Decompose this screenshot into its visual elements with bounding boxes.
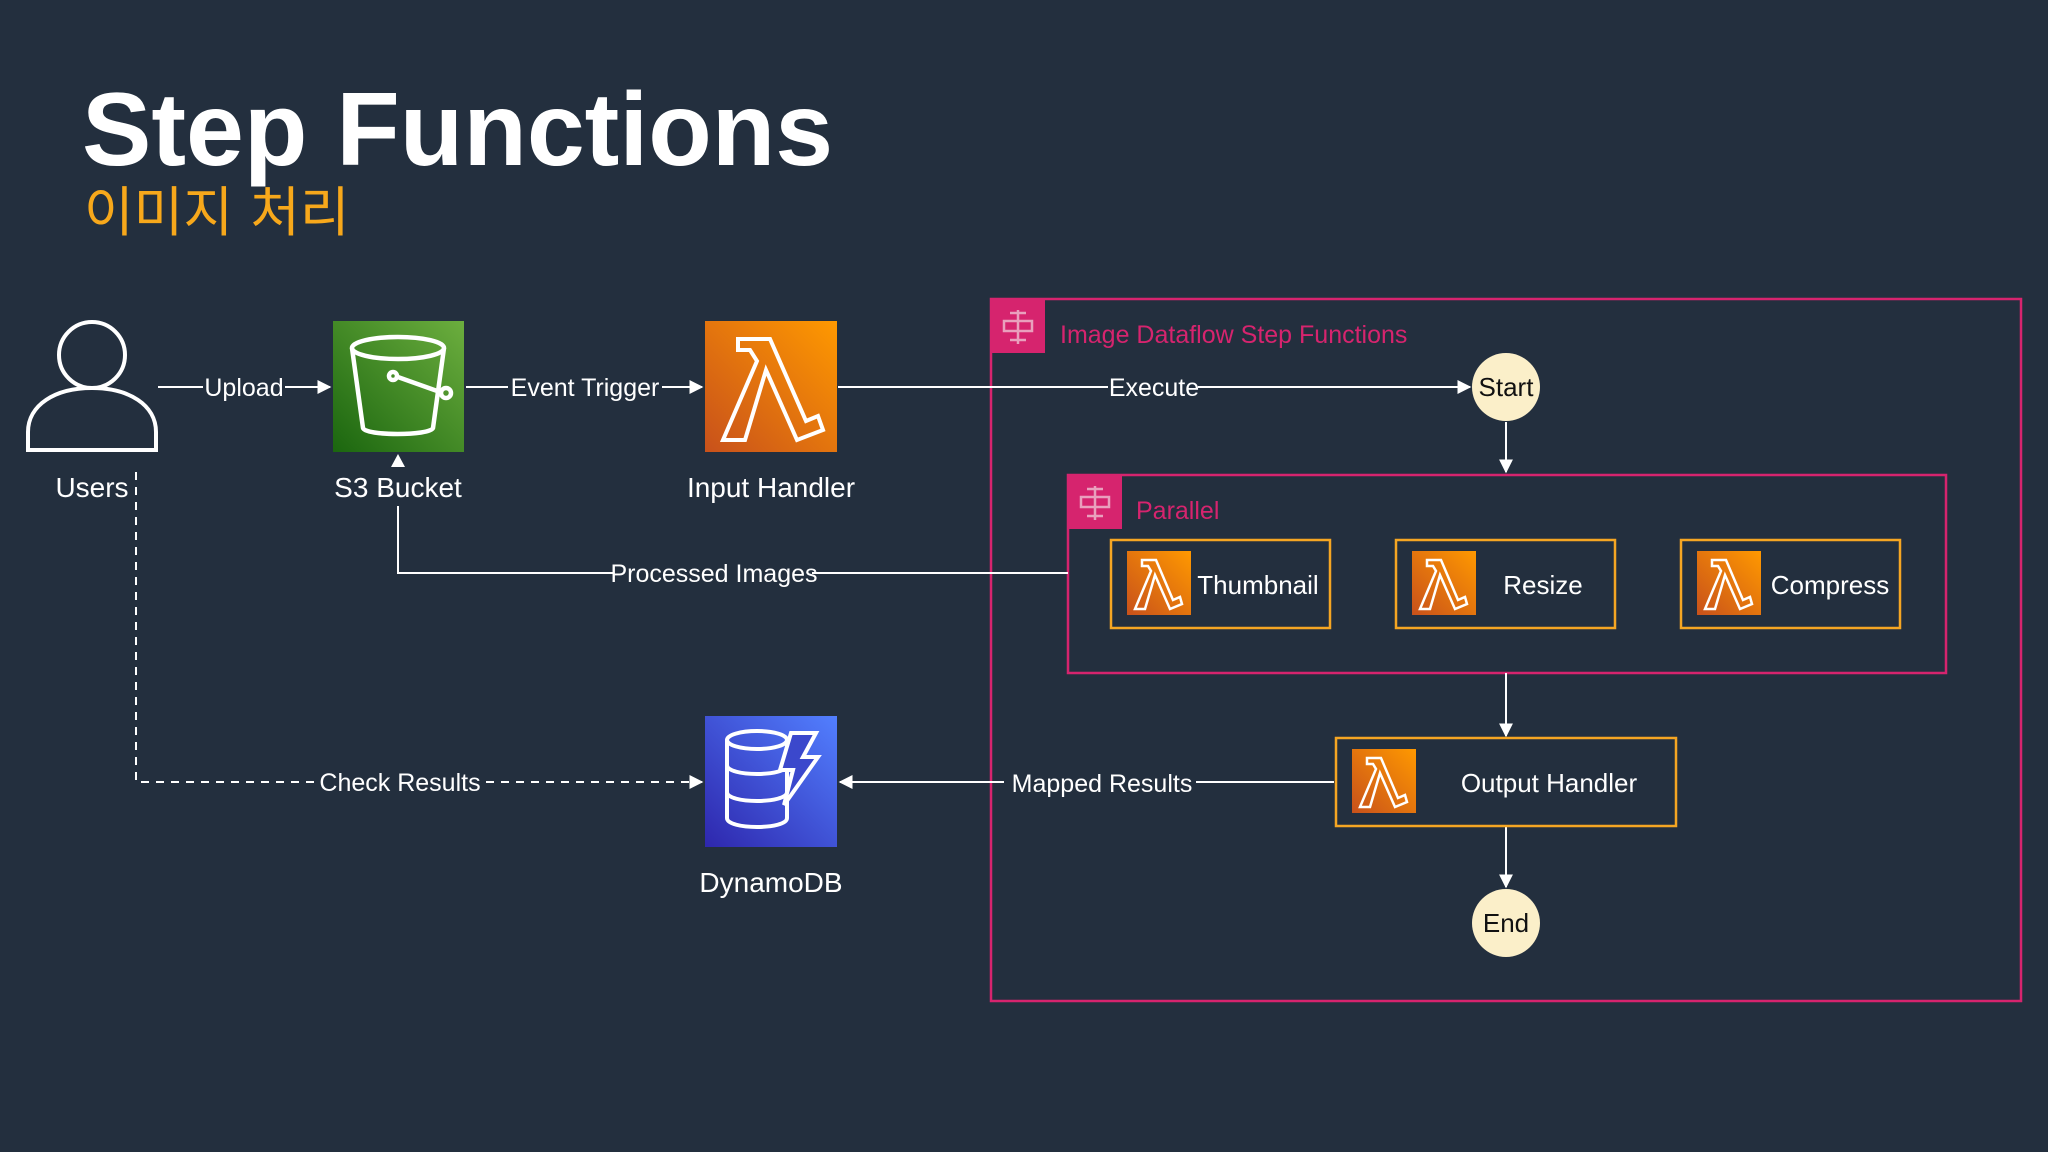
lambda-icon	[1133, 558, 1184, 611]
thumbnail-label: Thumbnail	[1197, 570, 1318, 600]
users-node: Users	[26, 320, 158, 503]
edge-label-event-trigger: Event Trigger	[511, 374, 660, 402]
slide-title: Step Functions	[82, 72, 834, 188]
lambda-icon	[1358, 756, 1409, 809]
end-label: End	[1483, 908, 1529, 938]
compress-label: Compress	[1771, 570, 1889, 600]
lambda-icon	[719, 337, 826, 443]
dynamodb-label: DynamoDB	[699, 867, 842, 898]
s3-bucket-node: S3 Bucket	[333, 321, 464, 503]
edge-processed-images-arrowhead	[391, 454, 405, 467]
edge-labels: Upload Event Trigger Execute Processed I…	[203, 372, 1199, 798]
dynamodb-icon	[725, 729, 822, 829]
users-label: Users	[55, 472, 128, 503]
user-icon	[26, 320, 158, 452]
edge-label-processed-images: Processed Images	[610, 560, 817, 588]
slide-subtitle: 이미지 처리	[84, 181, 350, 244]
lambda-icon	[1418, 558, 1469, 611]
input-handler-node: Input Handler	[687, 321, 855, 503]
resize-label: Resize	[1503, 570, 1582, 600]
dynamodb-node: DynamoDB	[699, 716, 843, 898]
compress-task: Compress	[1679, 538, 1902, 630]
output-handler-label: Output Handler	[1461, 768, 1638, 798]
edge-label-check-results: Check Results	[319, 769, 480, 797]
resize-task: Resize	[1394, 538, 1617, 630]
step-functions-group: Image Dataflow Step Functions	[989, 297, 2023, 1003]
edge-label-execute: Execute	[1109, 374, 1199, 402]
lambda-icon	[1703, 558, 1754, 611]
edge-label-upload: Upload	[204, 374, 283, 402]
s3-bucket-label: S3 Bucket	[334, 472, 462, 503]
parallel-group-label: Parallel	[1136, 497, 1219, 525]
step-functions-group-label: Image Dataflow Step Functions	[1060, 321, 1407, 349]
start-node: Start	[1472, 353, 1540, 421]
end-node: End	[1472, 889, 1540, 957]
thumbnail-task: Thumbnail	[1109, 538, 1332, 630]
edge-processed-images	[397, 506, 1068, 574]
input-handler-label: Input Handler	[687, 472, 855, 503]
s3-bucket-icon	[349, 334, 454, 437]
output-handler-task: Output Handler	[1334, 736, 1678, 828]
edge-check-results	[135, 472, 704, 789]
start-label: Start	[1479, 372, 1535, 402]
edge-label-mapped-results: Mapped Results	[1012, 770, 1193, 798]
